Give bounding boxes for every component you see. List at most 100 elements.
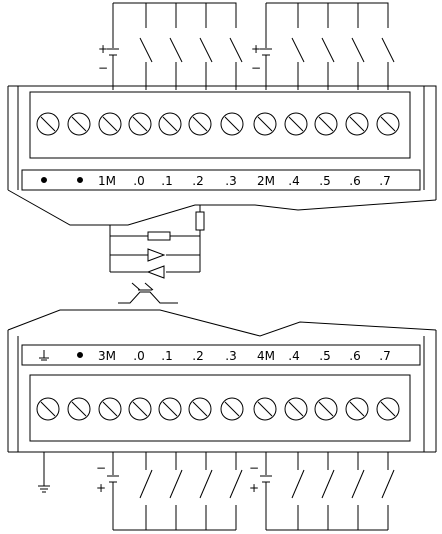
unused-terminal-dot <box>41 177 47 183</box>
screw-slot <box>288 116 304 132</box>
switch-contact <box>229 469 243 499</box>
screw-slot <box>257 401 273 417</box>
battery-plus-label: + <box>249 481 259 495</box>
screw-slot <box>224 401 240 417</box>
screw-slot <box>349 116 365 132</box>
screw-slot <box>162 401 178 417</box>
led-diode <box>147 248 166 262</box>
battery-minus-label: − <box>249 461 259 475</box>
terminal-label: .0 <box>133 349 144 363</box>
terminal-label: .4 <box>288 349 299 363</box>
screw-terminal <box>128 397 152 421</box>
battery-plus-label: + <box>98 42 108 56</box>
switch-contact <box>351 469 365 499</box>
top-label-strip <box>21 169 421 191</box>
screw-slot <box>380 116 396 132</box>
screw-slot <box>349 401 365 417</box>
screw-terminal <box>376 397 400 421</box>
screw-terminal <box>188 397 212 421</box>
screw-slot <box>71 401 87 417</box>
screw-slot <box>224 116 240 132</box>
switch-contact <box>199 469 213 499</box>
switch-contact <box>381 37 395 63</box>
switch-contact <box>229 37 243 63</box>
top-rail-left <box>113 2 237 28</box>
switch-contact <box>291 469 305 499</box>
terminal-label: 2M <box>257 174 275 188</box>
unused-terminal-dot <box>77 177 83 183</box>
screw-terminal <box>98 397 122 421</box>
screw-terminal <box>67 112 91 136</box>
switch-contact <box>199 37 213 63</box>
light-arrow <box>144 282 154 291</box>
terminal-label: 4M <box>257 349 275 363</box>
terminal-label: .6 <box>349 349 360 363</box>
screw-slot <box>102 401 118 417</box>
terminal-label: .6 <box>349 174 360 188</box>
phototransistor <box>118 291 178 304</box>
resistor-vertical <box>195 211 205 231</box>
terminal-label: .7 <box>379 174 390 188</box>
terminal-label: .0 <box>133 174 144 188</box>
screw-terminal <box>345 397 369 421</box>
switch-contact <box>351 37 365 63</box>
screw-slot <box>380 401 396 417</box>
battery-minus-label: − <box>251 61 261 75</box>
terminal-label: .2 <box>192 349 203 363</box>
bottom-label-strip <box>21 344 421 366</box>
screw-terminal <box>314 112 338 136</box>
top-terminal-block <box>29 91 411 159</box>
terminal-label: .5 <box>319 174 330 188</box>
battery-plus-label: + <box>96 481 106 495</box>
bottom-terminal-block <box>29 374 411 442</box>
screw-terminal <box>220 112 244 136</box>
screw-terminal <box>36 112 60 136</box>
top-module-outline <box>8 85 437 190</box>
screw-terminal <box>253 397 277 421</box>
screw-terminal <box>284 112 308 136</box>
terminal-label: .3 <box>225 174 236 188</box>
screw-slot <box>257 116 273 132</box>
bottom-module-bevel <box>7 309 437 337</box>
screw-slot <box>71 116 87 132</box>
screw-terminal <box>345 112 369 136</box>
terminal-label: .3 <box>225 349 236 363</box>
resistor-horizontal <box>147 231 171 241</box>
screw-terminal <box>67 397 91 421</box>
screw-terminal <box>220 397 244 421</box>
screw-slot <box>40 401 56 417</box>
battery-minus-label: − <box>98 61 108 75</box>
screw-slot <box>318 401 334 417</box>
screw-terminal <box>376 112 400 136</box>
terminal-label: .4 <box>288 174 299 188</box>
screw-slot <box>102 116 118 132</box>
screw-terminal <box>158 112 182 136</box>
screw-terminal <box>188 112 212 136</box>
screw-terminal <box>284 397 308 421</box>
terminal-label: .7 <box>379 349 390 363</box>
screw-terminal <box>128 112 152 136</box>
screw-slot <box>288 401 304 417</box>
switch-contact <box>169 469 183 499</box>
terminal-label: .1 <box>161 349 172 363</box>
unused-terminal-dot <box>77 352 83 358</box>
switch-contact <box>381 469 395 499</box>
light-arrow <box>131 282 141 291</box>
screw-slot <box>192 116 208 132</box>
screw-terminal <box>314 397 338 421</box>
screw-slot <box>162 116 178 132</box>
terminal-label: .2 <box>192 174 203 188</box>
switch-contact <box>291 37 305 63</box>
battery-minus-label: − <box>96 461 106 475</box>
switch-contact <box>321 37 335 63</box>
switch-contact <box>169 37 183 63</box>
switch-contact <box>321 469 335 499</box>
switch-contact <box>139 37 153 63</box>
screw-slot <box>192 401 208 417</box>
screw-terminal <box>253 112 277 136</box>
screw-slot <box>318 116 334 132</box>
terminal-label: 1M <box>98 174 116 188</box>
terminal-label: .1 <box>161 174 172 188</box>
screw-slot <box>132 116 148 132</box>
